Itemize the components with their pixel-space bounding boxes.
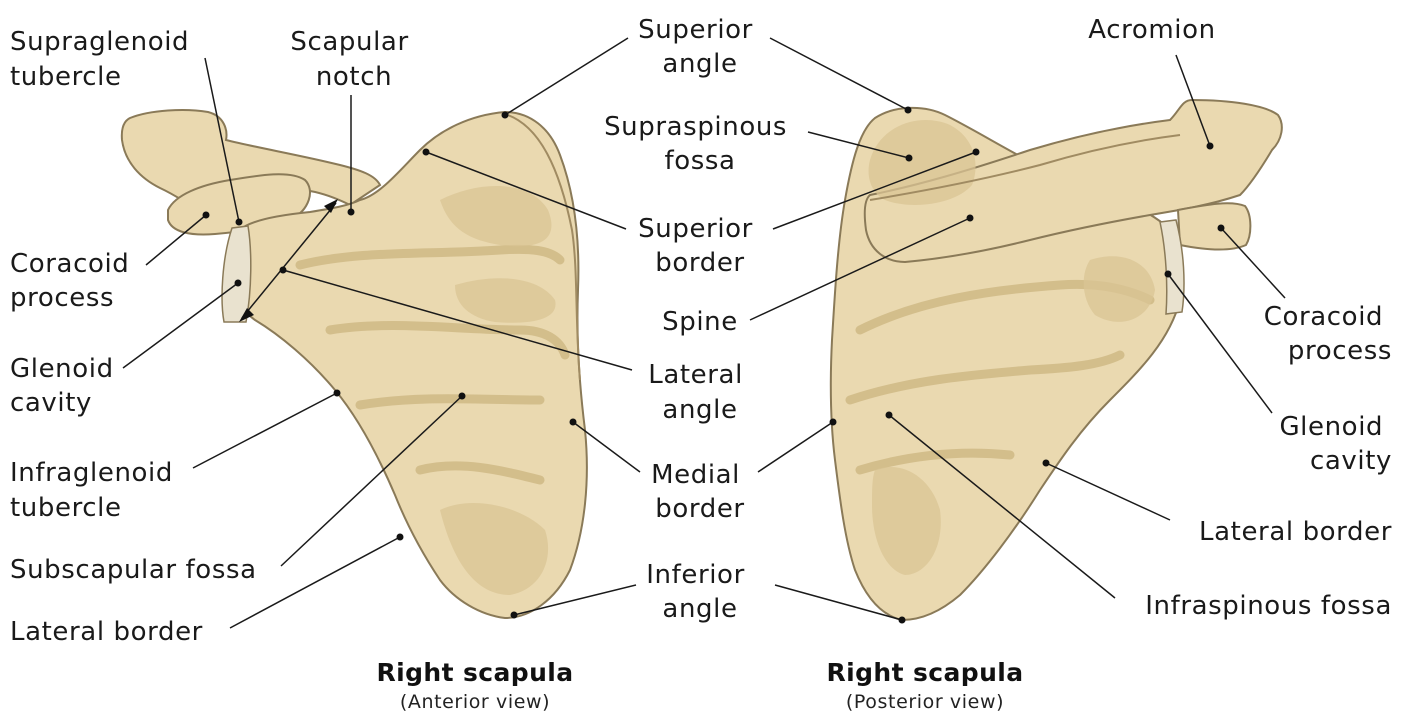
leader-superior-angle-left (505, 38, 628, 115)
label-superior-angle: Superior angle (638, 15, 762, 79)
caption-anterior-title: Right scapula (376, 658, 573, 687)
leader-lateral-border-right (1046, 463, 1170, 520)
label-lateral-angle: Lateral angle (648, 360, 752, 425)
label-supraspinous-fossa: Supraspinous fossa (604, 112, 796, 176)
dot-coracoid-process-right (1218, 225, 1225, 232)
label-coracoid-process-left: Coracoid process (10, 249, 138, 313)
dot-lateral-angle (280, 267, 287, 274)
dot-coracoid-process-left (203, 212, 210, 219)
dot-subscapular-fossa (459, 393, 466, 400)
label-glenoid-cavity-left: Glenoid cavity (10, 354, 123, 418)
label-lateral-border-right: Lateral border (1199, 517, 1392, 547)
dot-superior-angle-left (502, 112, 509, 119)
label-inferior-angle: Inferior angle (646, 560, 753, 624)
dot-infraglenoid-tubercle (334, 390, 341, 397)
dot-superior-border-right (973, 149, 980, 156)
label-acromion: Acromion (1088, 15, 1215, 45)
leader-glenoid-cavity-left (123, 283, 238, 368)
leader-superior-angle-right (770, 38, 908, 110)
dot-lateral-border-left (397, 534, 404, 541)
label-coracoid-process-right: Coracoid process (1264, 302, 1392, 366)
caption-anterior-subtitle: (Anterior view) (400, 691, 550, 713)
anterior-glenoid-rim-shape (222, 226, 251, 322)
dot-acromion (1207, 143, 1214, 150)
dot-scapular-notch (348, 209, 355, 216)
dot-medial-border-right (830, 419, 837, 426)
dot-lateral-border-right (1043, 460, 1050, 467)
scapula-anterior-illustration (122, 110, 587, 618)
leader-medial-border-right (758, 422, 833, 472)
label-scapular-notch: Scapular notch (290, 27, 417, 92)
dot-glenoid-cavity-right (1165, 271, 1172, 278)
label-medial-border: Medial border (651, 460, 749, 524)
dot-medial-border-left (570, 419, 577, 426)
label-infraspinous-fossa: Infraspinous fossa (1145, 591, 1392, 621)
leader-glenoid-cavity-right (1168, 274, 1272, 413)
dot-superior-border-left (423, 149, 430, 156)
label-supraglenoid-tubercle: Supraglenoid tubercle (10, 27, 198, 92)
label-glenoid-cavity-right: Glenoid cavity (1279, 412, 1392, 476)
captions: Right scapula (Anterior view) Right scap… (376, 658, 1023, 713)
label-subscapular-fossa: Subscapular fossa (10, 555, 257, 585)
dot-inferior-angle-left (511, 612, 518, 619)
dot-infraspinous-fossa (886, 412, 893, 419)
caption-posterior-subtitle: (Posterior view) (846, 691, 1004, 713)
label-superior-border: Superior border (638, 214, 762, 278)
leader-infraglenoid-tubercle (193, 393, 337, 468)
leader-coracoid-process-right (1221, 228, 1285, 298)
dot-superior-angle-right (905, 107, 912, 114)
dot-supraglenoid-tubercle (236, 219, 243, 226)
label-infraglenoid-tubercle: Infraglenoid tubercle (10, 458, 182, 523)
dot-supraspinous-fossa (906, 155, 913, 162)
label-lateral-border-left: Lateral border (10, 617, 203, 647)
posterior-coracoid-shape (1178, 203, 1250, 249)
dot-inferior-angle-right (899, 617, 906, 624)
dot-spine (967, 215, 974, 222)
label-spine: Spine (662, 307, 738, 337)
caption-posterior-title: Right scapula (826, 658, 1023, 687)
dot-glenoid-cavity-left (235, 280, 242, 287)
